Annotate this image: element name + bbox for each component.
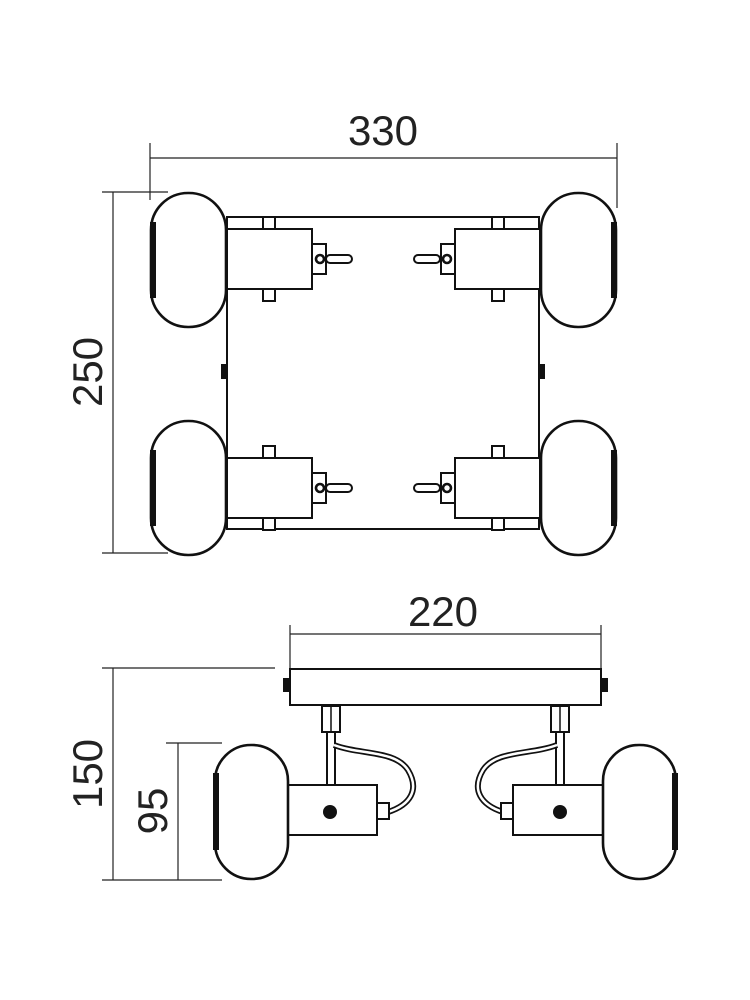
dimension-width-top: 330 (149, 107, 618, 208)
spot-bottom-right (413, 419, 618, 557)
spot-side-left (213, 705, 417, 881)
spot-top-right (413, 191, 618, 329)
dimension-width-side: 220 (289, 588, 602, 668)
dimension-label-95: 95 (129, 788, 176, 835)
spot-top-left (149, 191, 353, 329)
dimension-height-top: 250 (64, 191, 168, 554)
ceiling-plate (289, 668, 602, 706)
top-view: 330 250 (64, 107, 618, 557)
ceiling-plate-screw-right (601, 678, 608, 692)
ceiling-plate-screw-left (283, 678, 290, 692)
dimension-spot-height: 95 (129, 742, 222, 880)
spot-side-right (474, 705, 678, 881)
plate-screw-left (221, 364, 227, 379)
plate-screw-right (539, 364, 545, 379)
dimension-height-side: 150 (64, 667, 275, 881)
dimension-label-220: 220 (408, 588, 478, 635)
side-view: 220 150 95 (64, 588, 678, 881)
spot-bottom-left (149, 419, 353, 557)
dimension-label-150: 150 (64, 739, 111, 809)
dimension-label-330: 330 (348, 107, 418, 154)
dimension-label-250: 250 (64, 337, 111, 407)
